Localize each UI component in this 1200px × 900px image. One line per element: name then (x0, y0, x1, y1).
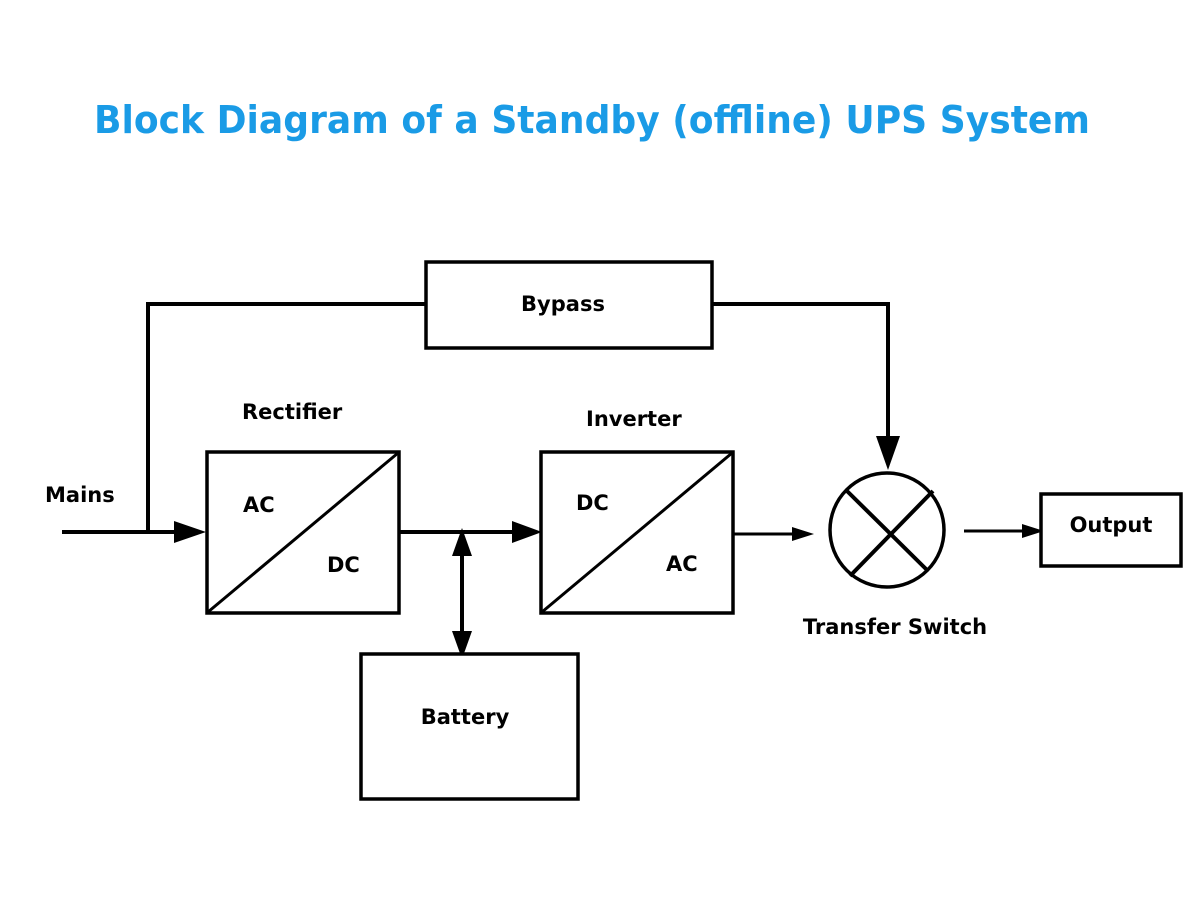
inverter-label: Inverter (586, 407, 682, 431)
rectifier-ac-label: AC (243, 493, 275, 517)
mains-to-rectifier-arrowhead (174, 521, 206, 543)
battery-label: Battery (421, 705, 510, 729)
battery-block (359, 652, 580, 801)
mains-label: Mains (45, 483, 115, 507)
rectifier-divider (207, 451, 399, 614)
battery-link-up-arrowhead (452, 528, 472, 556)
output-block (1039, 492, 1183, 568)
bypass-label: Bypass (521, 292, 605, 316)
transfer-switch-cross-a (845, 489, 929, 572)
switch-to-output-arrowhead (1022, 524, 1044, 538)
inverter-ac-label: AC (666, 552, 698, 576)
output-label: Output (1070, 513, 1153, 537)
inverter-divider (541, 451, 733, 614)
bypass-return-line (712, 302, 890, 438)
bypass-feed-line (146, 302, 426, 532)
battery-link-down-arrowhead (452, 631, 472, 659)
transfer-switch-cross-b (848, 489, 935, 578)
rectifier-dc-label: DC (327, 553, 360, 577)
inverter-dc-label: DC (576, 491, 609, 515)
transfer-switch-label: Transfer Switch (803, 615, 987, 639)
inverter-to-switch-arrowhead (792, 527, 814, 541)
rectifier-label: Rectifier (242, 400, 343, 424)
bypass-to-switch-arrowhead (876, 436, 900, 470)
dc-bus-to-inverter-arrowhead (512, 521, 542, 543)
diagram-title: Block Diagram of a Standby (offline) UPS… (94, 98, 1090, 142)
